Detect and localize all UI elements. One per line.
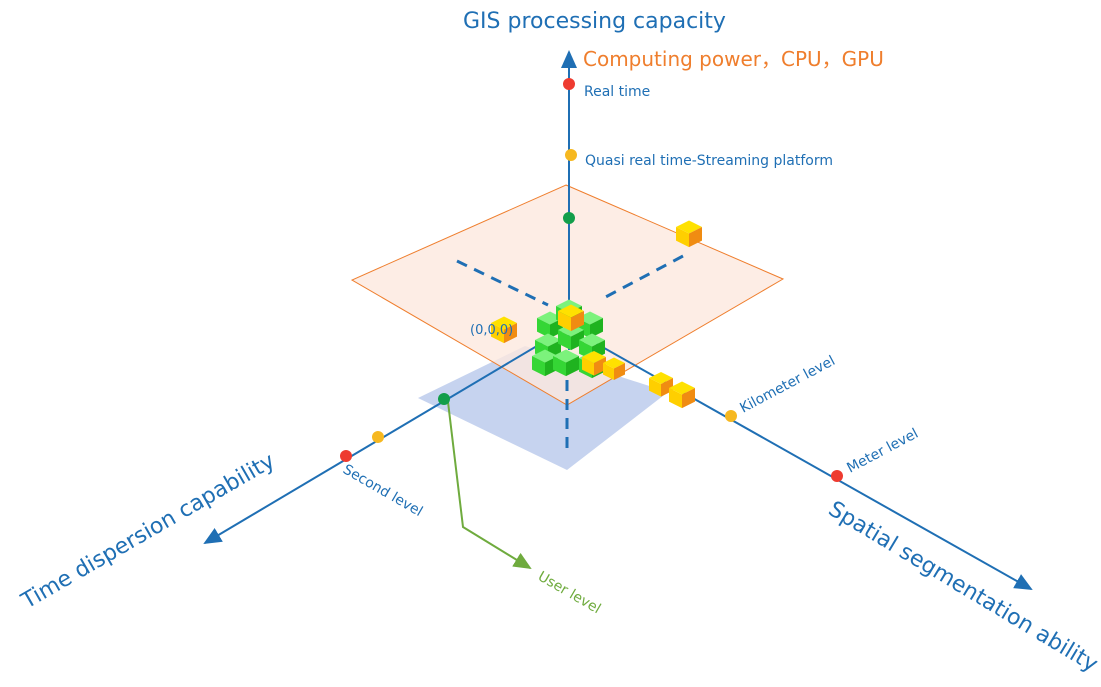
quasi-real-time-point — [565, 149, 577, 161]
real-time-label: Real time — [584, 84, 650, 100]
z-axis-title: GIS processing capacity — [463, 9, 726, 34]
kilometer-level-point — [725, 410, 737, 422]
real-time-point — [563, 78, 575, 90]
origin-label: (0,0,0) — [470, 323, 513, 338]
meter-level-point — [831, 470, 843, 482]
x-axis-yellow-point — [372, 431, 384, 443]
user-level-label: User level — [535, 569, 603, 618]
orange-cube — [676, 220, 702, 248]
orange-cube — [669, 381, 695, 409]
second-level-label: Second level — [340, 462, 425, 520]
kilometer-level-label: Kilometer level — [737, 353, 838, 417]
second-level-point — [340, 450, 352, 462]
y-axis-title: Spatial segmentation ability — [824, 497, 1101, 678]
green-cube — [553, 349, 579, 377]
x-axis-title: Time dispersion capability — [17, 449, 280, 615]
z-axis-green-point — [563, 212, 575, 224]
orange-cube — [491, 316, 517, 344]
orange-cube — [558, 304, 584, 332]
user-level-arrow — [447, 401, 532, 570]
z-axis-subtitle: Computing power，CPU，GPU — [583, 47, 884, 71]
data-cubes — [491, 220, 702, 409]
orange-cube — [603, 357, 625, 381]
quasi-real-time-label: Quasi real time-Streaming platform — [585, 153, 833, 169]
axis-points — [340, 78, 843, 482]
user-level-point — [438, 393, 450, 405]
dashed-guides — [456, 254, 684, 455]
meter-level-label: Meter level — [844, 426, 921, 477]
